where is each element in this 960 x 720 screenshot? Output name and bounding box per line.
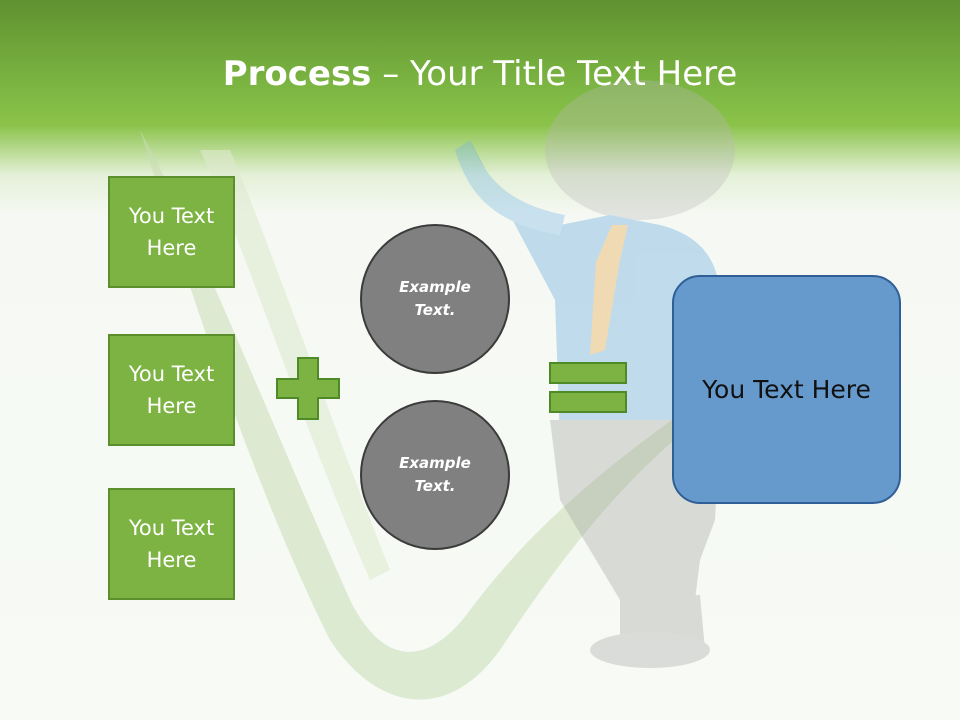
text-box-1[interactable]: You Text Here bbox=[108, 176, 235, 288]
slide-title: Process – Your Title Text Here bbox=[0, 52, 960, 96]
example-circle-2[interactable]: Example Text. bbox=[360, 400, 510, 550]
title-bold: Process bbox=[222, 54, 372, 94]
text-box-3-label: You Text Here bbox=[128, 516, 215, 572]
text-box-2-label: You Text Here bbox=[128, 362, 215, 418]
example-circle-2-label: Example Text. bbox=[399, 454, 471, 495]
result-box-label: You Text Here bbox=[702, 375, 871, 404]
text-box-3[interactable]: You Text Here bbox=[108, 488, 235, 600]
example-circle-1-label: Example Text. bbox=[399, 278, 471, 319]
example-circle-1[interactable]: Example Text. bbox=[360, 224, 510, 374]
title-rest: – Your Title Text Here bbox=[371, 54, 738, 94]
text-box-1-label: You Text Here bbox=[128, 204, 215, 260]
text-box-2[interactable]: You Text Here bbox=[108, 334, 235, 446]
result-box[interactable]: You Text Here bbox=[672, 275, 901, 504]
